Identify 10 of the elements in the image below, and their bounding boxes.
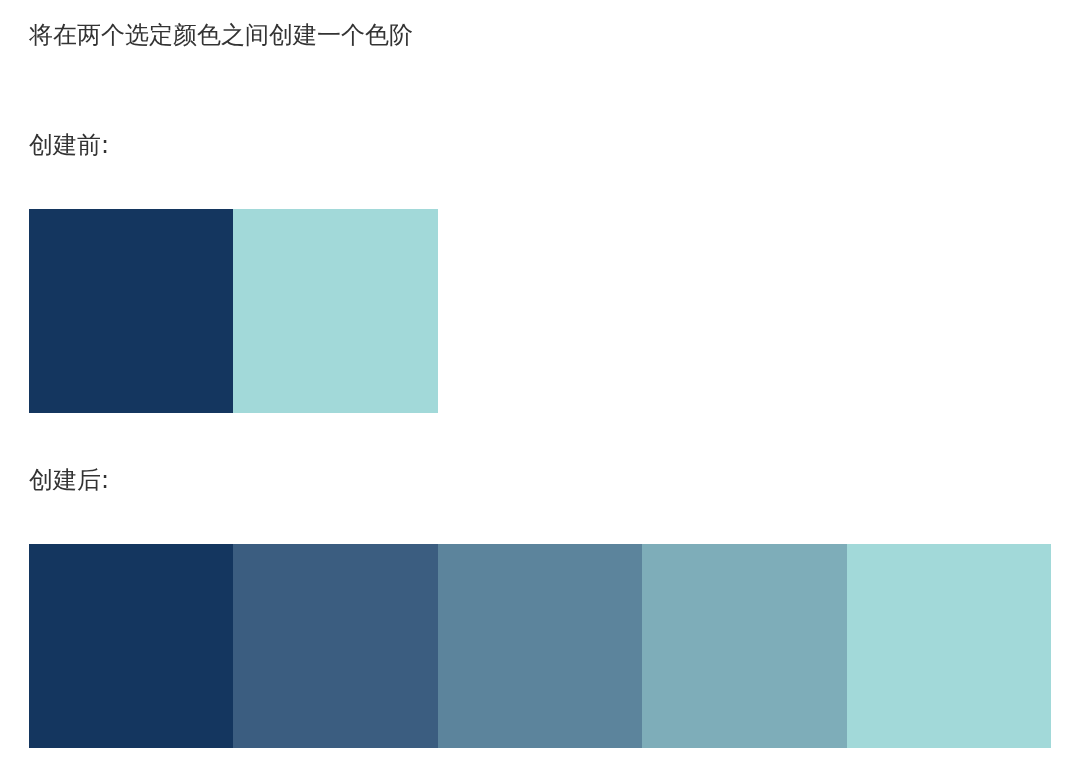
color-swatch xyxy=(846,544,1051,748)
color-swatch xyxy=(437,544,643,748)
color-swatch xyxy=(233,209,438,413)
color-swatch xyxy=(29,544,234,748)
color-swatch xyxy=(233,544,438,748)
color-swatch xyxy=(642,544,847,748)
color-swatch xyxy=(29,209,234,413)
section-heading: 创建后: xyxy=(29,465,110,496)
section-heading: 创建前: xyxy=(29,130,110,161)
instruction-text: 将在两个选定颜色之间创建一个色阶 xyxy=(29,20,413,51)
